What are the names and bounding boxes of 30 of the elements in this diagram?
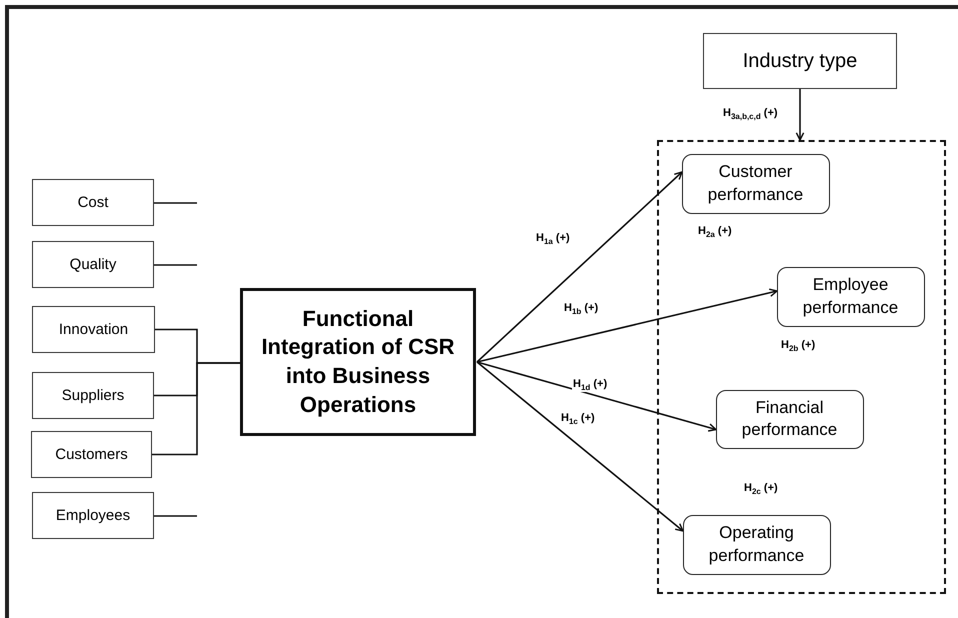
arrow <box>796 89 804 141</box>
edge-label: H$_{1c}$ (+) <box>560 412 596 426</box>
factor-box: Customers <box>31 431 152 478</box>
edge-label: H$_{3a,b,c,d}$ (+) <box>722 107 779 122</box>
arrow <box>476 361 684 532</box>
edge-label: H$_{1d}$ (+) <box>572 378 608 392</box>
arrow <box>476 288 778 363</box>
connector-line <box>154 264 197 266</box>
outcome-box: Employee performance <box>776 266 924 326</box>
arrow <box>476 361 717 432</box>
moderator-box: Industry type <box>703 33 897 89</box>
edge-label: H$_{1a}$ (+) <box>535 232 571 246</box>
arrow <box>476 171 683 363</box>
outcome-box: Financial performance <box>716 390 864 448</box>
dashed-group-box <box>657 140 946 594</box>
outcome-box: Operating performance <box>682 514 830 574</box>
hypothesis-label: H$_{2b}$ (+) <box>780 339 816 354</box>
outcome-box: Customer performance <box>682 154 830 214</box>
factor-box: Innovation <box>32 306 155 353</box>
factor-box: Quality <box>32 241 154 288</box>
connector-line <box>154 515 197 517</box>
hypothesis-label: H$_{2a}$ (+) <box>697 225 733 240</box>
edge-label: H$_{1b}$ (+) <box>563 302 600 316</box>
factor-box: Suppliers <box>32 372 154 419</box>
connector-line <box>152 362 240 456</box>
factor-box: Employees <box>32 492 154 539</box>
connector-line <box>154 202 197 204</box>
hypothesis-label: H$_{2c}$ (+) <box>743 482 779 496</box>
construct-box: Functional Integration of CSR into Business Operations <box>240 288 476 436</box>
factor-box: Cost <box>32 179 154 226</box>
